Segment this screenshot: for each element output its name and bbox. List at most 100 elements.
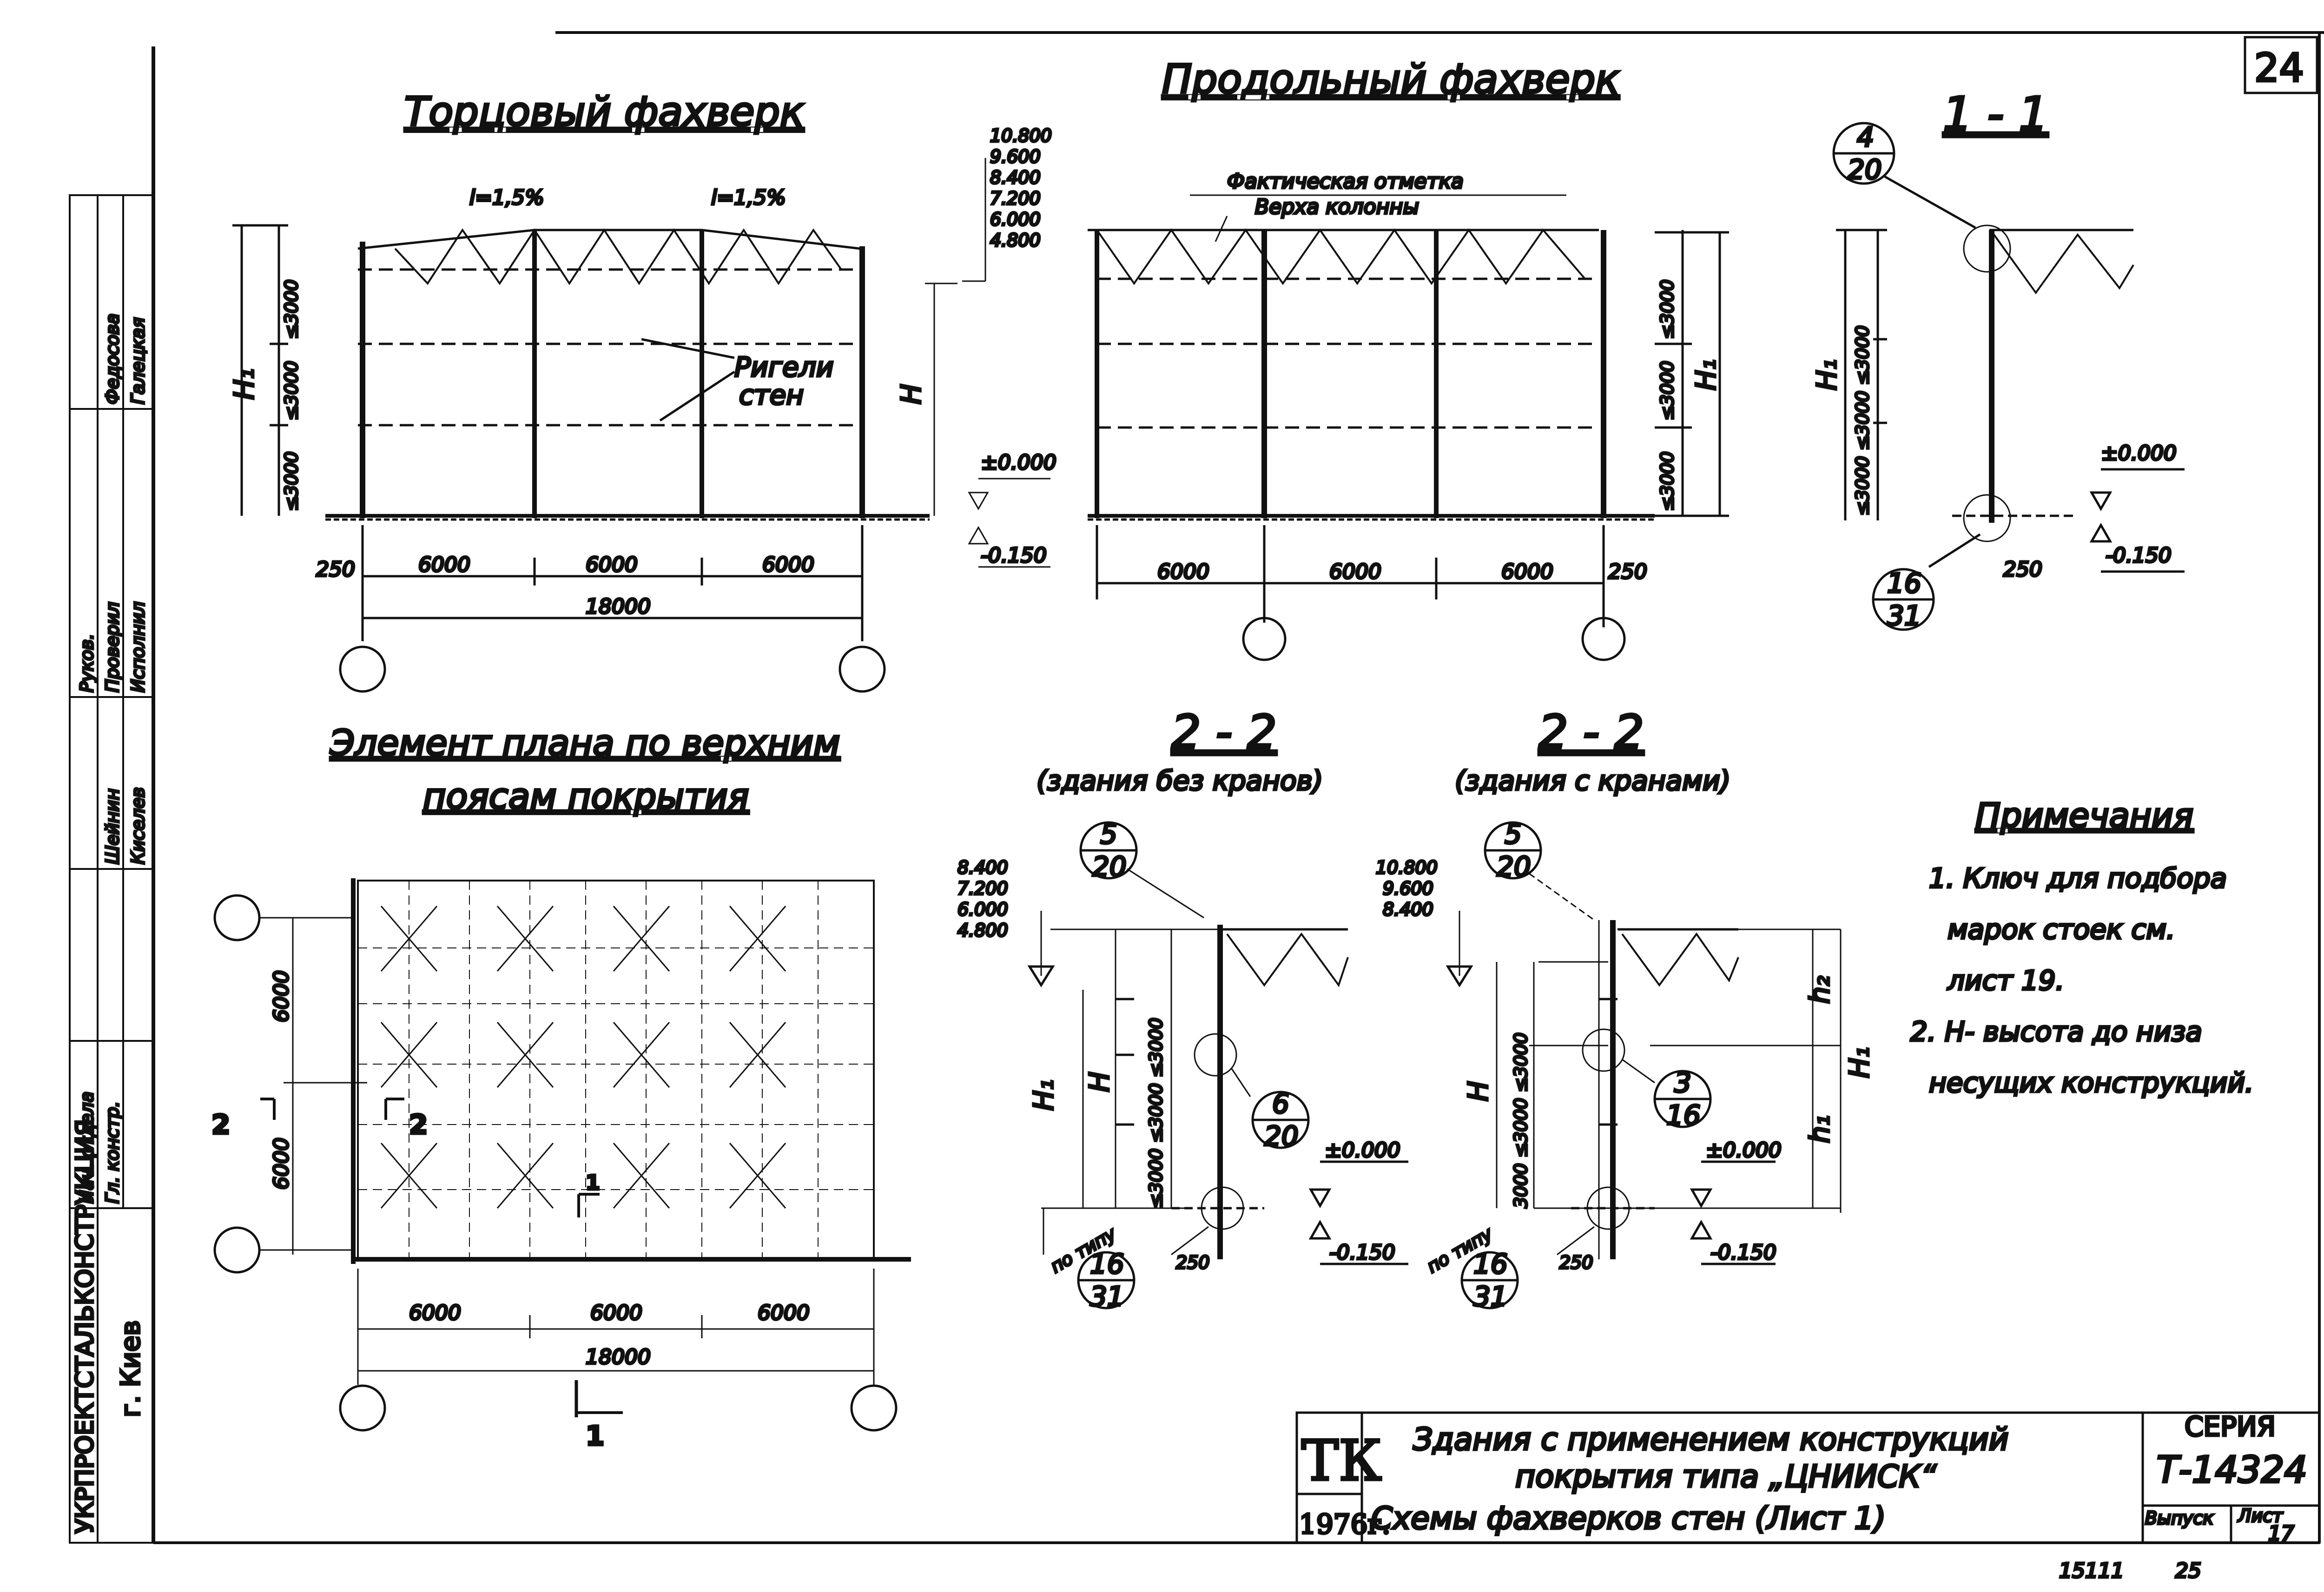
s22a-callout-top-den: 20 [1092, 851, 1127, 882]
issue-label: Выпуск [2145, 1508, 2213, 1528]
left-stamp [69, 194, 154, 1544]
stamp-role-2: Руков. [77, 634, 97, 692]
stamp-role-3: Проверил [102, 602, 123, 692]
long-note-1: Фактическая отметка [1227, 170, 1464, 193]
stamp-city: г. Киев [116, 1320, 146, 1417]
end-spacing-2: ≤3000 [281, 451, 302, 511]
notes-line-2: лист 19. [1947, 965, 2064, 996]
long-frame-title: Продольный фахверк [1162, 56, 1619, 103]
plan-section-1-top: 1 [586, 1171, 600, 1195]
plan-total: 18000 [586, 1345, 651, 1369]
long-span-1: 6000 [1329, 560, 1381, 584]
mid-minus-mark: -0.150 [981, 544, 1047, 567]
end-h1: H₁ [228, 368, 260, 400]
s22a-zero: ±0.000 [1325, 1138, 1400, 1162]
s22a-offset: 250 [1176, 1252, 1210, 1273]
s11-h1: H₁ [1811, 359, 1842, 390]
long-spacing-2: ≤3000 [1657, 451, 1677, 511]
plan-span-1: 6000 [590, 1301, 642, 1325]
end-left-offset: 250 [316, 558, 355, 581]
end-frame-title: Торцовый фахверк [404, 89, 804, 135]
h-dimension [925, 283, 1050, 568]
long-span-0: 6000 [1157, 560, 1209, 584]
s11-minus: -0.150 [2106, 544, 2172, 567]
s22a-mark-1: 7.200 [957, 878, 1008, 899]
bottom-page: 25 [2175, 1559, 2201, 1583]
title-line-3: Схемы фахверков стен (Лист 1) [1371, 1500, 1886, 1536]
s22b-spacing: 3000 ≤3000 ≤3000 [1511, 1033, 1531, 1208]
riegel-label-1: Ригели [734, 351, 834, 383]
end-frame-elevation [232, 224, 930, 693]
plan-section-1-bottom: 1 [586, 1420, 604, 1452]
stamp-name-3: Галецкая [128, 317, 148, 404]
end-total: 18000 [586, 595, 651, 618]
elev-mark-2: 8.400 [990, 167, 1041, 188]
plan-title-1: Элемент плана по верхним [330, 722, 840, 763]
end-slope-left: i=1,5% [469, 186, 544, 210]
elev-mark-1: 9.600 [990, 146, 1041, 167]
s22b-h2: h₂ [1804, 976, 1835, 1004]
elev-mark-0: 10.800 [990, 125, 1052, 146]
plan-title-2: поясам покрытия [423, 776, 749, 817]
bottom-code: 15111 [2059, 1559, 2124, 1583]
s22a-mark-3: 4.800 [957, 920, 1008, 941]
plan-bay-1: 6000 [270, 1138, 293, 1190]
end-spacing-1: ≤3000 [281, 361, 302, 421]
long-span-2: 6000 [1501, 560, 1553, 584]
s11-zero: ±0.000 [2101, 441, 2177, 465]
title-line-2: покрытия типа „ЦНИИСК“ [1515, 1459, 1937, 1494]
section-1-1-drawing [1832, 122, 2185, 631]
notes-line-1: марок стоек см. [1948, 914, 2175, 945]
s22a-mark-2: 6.000 [957, 899, 1008, 920]
elev-mark-5: 4.800 [990, 230, 1041, 250]
sheet-number: 24 [2254, 45, 2304, 91]
s22b-mark-2: 8.400 [1383, 899, 1433, 920]
stamp-role-0: Нач. отдела [77, 1092, 97, 1204]
end-slope-right: i=1,5% [711, 186, 786, 210]
plan-span-0: 6000 [409, 1301, 461, 1325]
title-line-1: Здания с применением конструкций [1413, 1421, 2009, 1457]
s22b-offset: 250 [1559, 1252, 1593, 1273]
s22a-h1: H₁ [1028, 1079, 1059, 1111]
s22b-h: H [1462, 1081, 1494, 1101]
riegel-label-2: стен [739, 379, 804, 411]
end-span-1: 6000 [586, 553, 638, 577]
s22b-H1: H₁ [1843, 1047, 1875, 1078]
stamp-name-0: Шейнин [102, 789, 123, 864]
plan-section-2-left: 2 [211, 1109, 230, 1140]
s22b-callout-mid-den: 16 [1666, 1099, 1701, 1131]
notes-title: Примечания [1975, 796, 2193, 835]
end-span-0: 6000 [418, 553, 470, 577]
s11-offset: 250 [2003, 558, 2042, 581]
s22a-mark-0: 8.400 [957, 857, 1008, 878]
long-note-2: Верха колонны [1255, 195, 1419, 219]
s22a-title: 2 - 2 [1171, 705, 1277, 759]
mid-h-label: H [895, 384, 927, 404]
s22b-callout-top-den: 20 [1497, 851, 1531, 882]
s22b-zero: ±0.000 [1706, 1138, 1782, 1162]
stamp-name-2: Федосова [102, 314, 123, 404]
s22b-subtitle: (здания с кранами) [1455, 765, 1730, 796]
mid-zero-mark: ±0.000 [981, 451, 1056, 474]
s22a-subtitle: (здания без кранов) [1037, 765, 1323, 796]
s22b-mark-0: 10.800 [1376, 857, 1438, 878]
s22b-h1s: h₁ [1804, 1115, 1835, 1143]
s22a-callout-mid-den: 20 [1264, 1120, 1299, 1152]
s22b-callout-top-num: 5 [1505, 818, 1522, 850]
end-span-2: 6000 [762, 553, 814, 577]
s11-callout-bot-den: 31 [1887, 600, 1921, 632]
s22a-callout-bot-num: 16 [1090, 1248, 1124, 1280]
s22b-callout-mid-num: 3 [1674, 1067, 1691, 1099]
s11-callout-bot-num: 16 [1887, 567, 1921, 599]
stamp-role-4: Исполнил [128, 601, 148, 692]
notes-line-0: 1. Ключ для подбора [1929, 862, 2227, 894]
s22a-spacing: ≤3000 ≤3000 ≤3000 [1146, 1018, 1166, 1208]
long-spacing-0: ≤3000 [1657, 279, 1677, 339]
series-number: Т-14324 [2157, 1449, 2307, 1491]
sheet-label: Лист [2237, 1506, 2284, 1526]
s22b-minus: -0.150 [1710, 1241, 1776, 1264]
s22a-callout-bot-den: 31 [1090, 1281, 1124, 1312]
plan-section-2-right: 2 [409, 1109, 428, 1140]
s22a-callout-top-num: 5 [1100, 818, 1117, 850]
